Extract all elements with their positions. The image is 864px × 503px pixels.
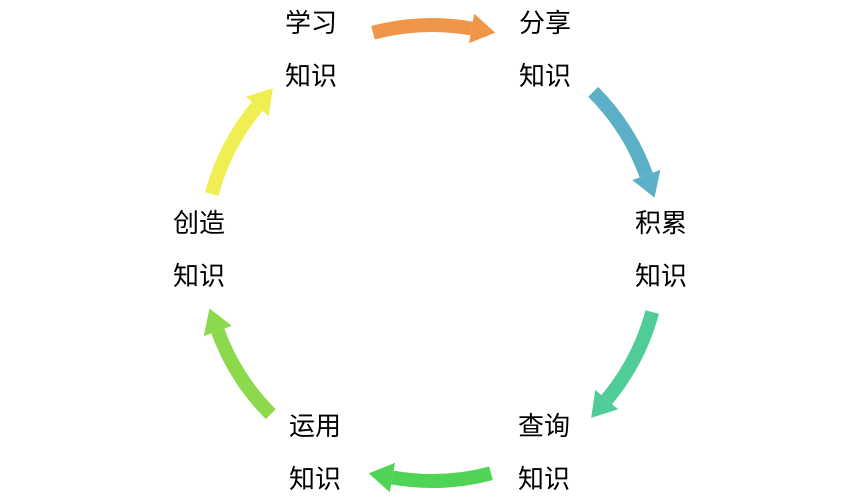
node-label-line: 运用: [289, 411, 342, 441]
node-query-knowledge: 查询 知识: [518, 400, 570, 503]
arrowhead-share-to-accumulate: [632, 169, 661, 198]
arrowhead-learn-to-share: [469, 13, 496, 44]
node-share-knowledge: 分享 知识: [519, 0, 571, 103]
node-label-line: 知识: [518, 464, 571, 494]
node-label-line: 学习: [285, 8, 338, 38]
node-label-line: 查询: [518, 411, 571, 441]
node-label-line: 知识: [635, 261, 688, 291]
node-label-line: 积累: [635, 208, 688, 238]
arrowhead-accumulate-to-query: [591, 389, 619, 418]
node-label-line: 分享: [519, 8, 572, 38]
arrow-learn-to-share: [371, 18, 473, 40]
node-learn-knowledge: 学习 知识: [285, 0, 337, 103]
node-label-line: 知识: [289, 464, 342, 494]
arrow-accumulate-to-query: [601, 310, 659, 405]
arrow-share-to-accumulate: [588, 86, 653, 178]
arrowhead-query-to-apply: [368, 462, 395, 493]
arrow-query-to-apply: [391, 466, 493, 488]
node-label-line: 创造: [173, 208, 226, 238]
arrow-create-to-learn: [205, 101, 263, 196]
arrow-apply-to-create: [211, 328, 276, 420]
node-create-knowledge: 创造 知识: [173, 197, 225, 303]
node-accumulate-knowledge: 积累 知识: [635, 197, 687, 303]
node-label-line: 知识: [519, 61, 572, 91]
arrowhead-create-to-learn: [245, 88, 273, 117]
node-label-line: 知识: [285, 61, 338, 91]
arrowhead-apply-to-create: [203, 308, 232, 337]
node-label-line: 知识: [173, 261, 226, 291]
node-apply-knowledge: 运用 知识: [289, 400, 341, 503]
